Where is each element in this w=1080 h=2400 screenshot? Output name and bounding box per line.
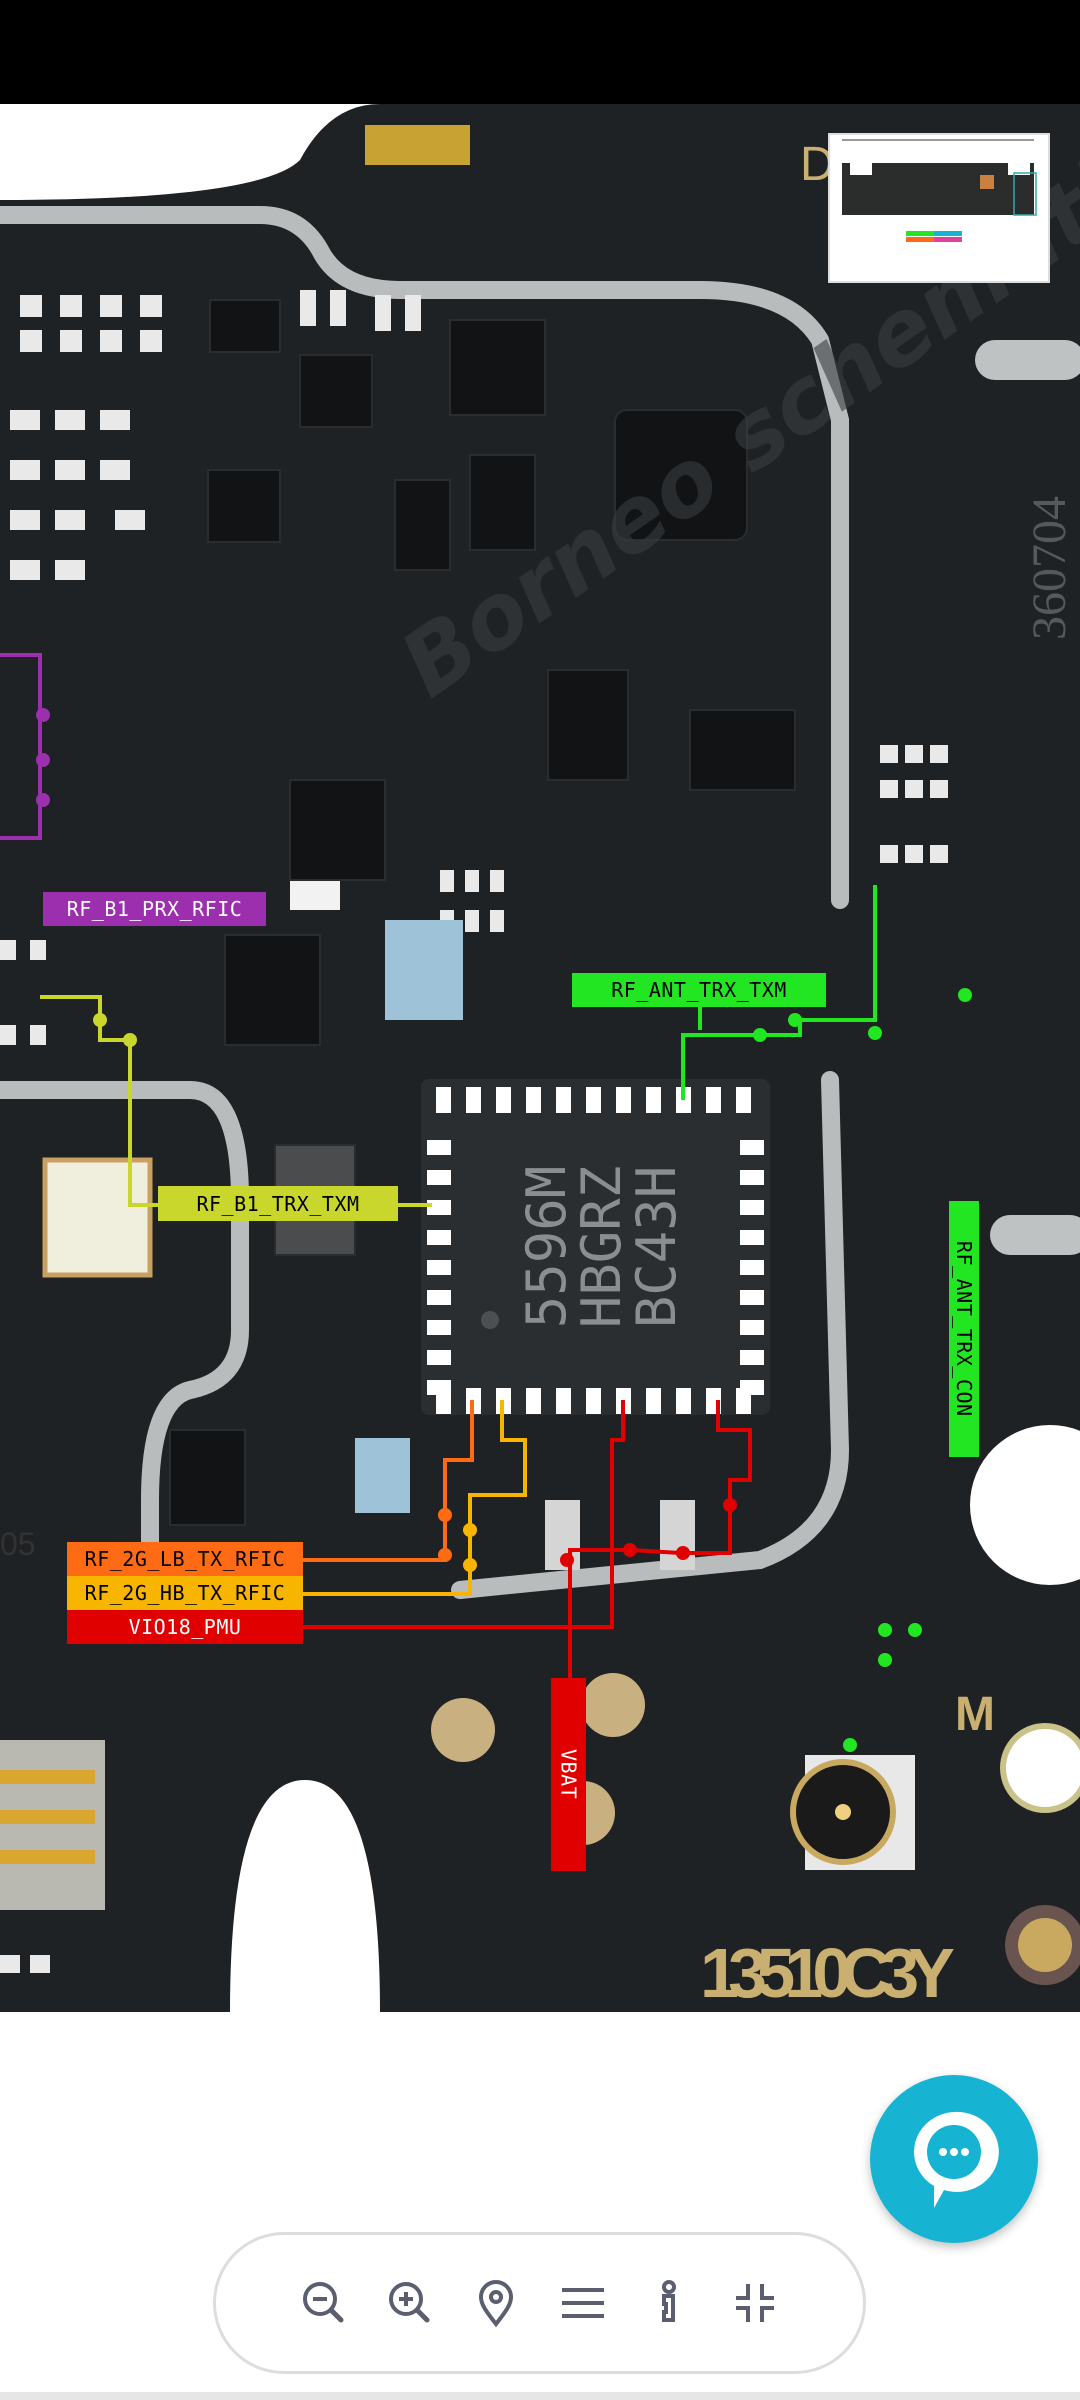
chip-pin bbox=[526, 1388, 541, 1414]
chip-pin bbox=[740, 1140, 764, 1155]
rf-chip[interactable] bbox=[421, 1079, 770, 1415]
trace-nodes bbox=[36, 708, 972, 1752]
chip-pin bbox=[676, 1388, 691, 1414]
zoom-out-icon bbox=[303, 2282, 344, 2323]
net-label-vio18-pmu[interactable]: VIO18_PMU bbox=[67, 1610, 303, 1644]
chip-pin bbox=[740, 1380, 764, 1395]
chip-pin bbox=[740, 1170, 764, 1185]
net-label-vbat[interactable]: VBAT bbox=[551, 1678, 586, 1871]
shield-frame bbox=[0, 206, 850, 1599]
chip-pin bbox=[556, 1087, 571, 1113]
chip-pin bbox=[740, 1200, 764, 1215]
minimap[interactable] bbox=[828, 133, 1050, 283]
chip-pin bbox=[646, 1087, 661, 1113]
zoom-in-icon bbox=[389, 2282, 430, 2323]
chip-pin bbox=[740, 1230, 764, 1245]
chip-pin bbox=[736, 1087, 751, 1113]
net-label-rf-ant-trx-txm[interactable]: RF_ANT_TRX_TXM bbox=[572, 973, 826, 1007]
chip-pin bbox=[427, 1260, 451, 1275]
locate-button[interactable] bbox=[468, 2275, 524, 2331]
chip-pin bbox=[586, 1388, 601, 1414]
chip-pin bbox=[740, 1350, 764, 1365]
chip-pin bbox=[427, 1320, 451, 1335]
menu-button[interactable] bbox=[555, 2275, 611, 2331]
collapse-button[interactable] bbox=[727, 2275, 783, 2331]
chip-marking-line2: HBGRZ bbox=[570, 1166, 633, 1329]
chip-pin bbox=[436, 1087, 451, 1113]
chip-pin bbox=[496, 1087, 511, 1113]
net-label-rf-b1-trx-txm[interactable]: RF_B1_TRX_TXM bbox=[158, 1186, 398, 1221]
info-button[interactable] bbox=[641, 2275, 697, 2331]
chip-pin bbox=[427, 1200, 451, 1215]
chip-pin bbox=[526, 1087, 541, 1113]
chip-pin bbox=[427, 1140, 451, 1155]
minimap-viewport bbox=[1013, 172, 1037, 216]
navigation-bar bbox=[0, 2392, 1080, 2400]
chip-pin bbox=[706, 1087, 721, 1113]
net-label-rf-2g-lb-tx-rfic[interactable]: RF_2G_LB_TX_RFIC bbox=[67, 1542, 303, 1576]
info-icon bbox=[661, 2280, 676, 2322]
map-pin-icon bbox=[479, 2280, 514, 2328]
zoom-in-button[interactable] bbox=[382, 2275, 438, 2331]
chip-marking-line3: BC43H bbox=[625, 1166, 688, 1329]
silk-m: M bbox=[955, 1688, 995, 1741]
chip-pin bbox=[646, 1388, 661, 1414]
map-toolbar bbox=[213, 2232, 866, 2374]
menu-icon bbox=[561, 2288, 604, 2318]
chip-pin bbox=[427, 1350, 451, 1365]
side-code: 360704 bbox=[1023, 496, 1076, 640]
chat-button[interactable] bbox=[870, 2075, 1038, 2243]
zoom-out-button[interactable] bbox=[296, 2275, 352, 2331]
board-code: 13510C3Y bbox=[700, 1934, 955, 2012]
chip-pin bbox=[427, 1230, 451, 1245]
net-label-rf-2g-hb-tx-rfic[interactable]: RF_2G_HB_TX_RFIC bbox=[67, 1576, 303, 1610]
silk-05: 05 bbox=[0, 1526, 36, 1562]
chip-pin bbox=[427, 1380, 451, 1395]
status-bar bbox=[0, 0, 1080, 104]
net-label-rf-b1-prx-rfic[interactable]: RF_B1_PRX_RFIC bbox=[43, 892, 266, 926]
chip-pin bbox=[586, 1087, 601, 1113]
net-label-rf-ant-trx-con[interactable]: RF_ANT_TRX_CON bbox=[949, 1201, 979, 1457]
collapse-icon bbox=[735, 2284, 774, 2322]
chip-marking-line1: 5596M bbox=[515, 1166, 578, 1329]
chip-pin bbox=[466, 1087, 481, 1113]
chip-pin bbox=[616, 1087, 631, 1113]
chip-pin bbox=[427, 1170, 451, 1185]
chip-pin bbox=[740, 1260, 764, 1275]
chip-pin bbox=[427, 1290, 451, 1305]
chip-pin bbox=[740, 1290, 764, 1305]
chat-bubble-icon bbox=[914, 2111, 999, 2208]
chip-pin bbox=[740, 1320, 764, 1335]
chip-pin bbox=[556, 1388, 571, 1414]
